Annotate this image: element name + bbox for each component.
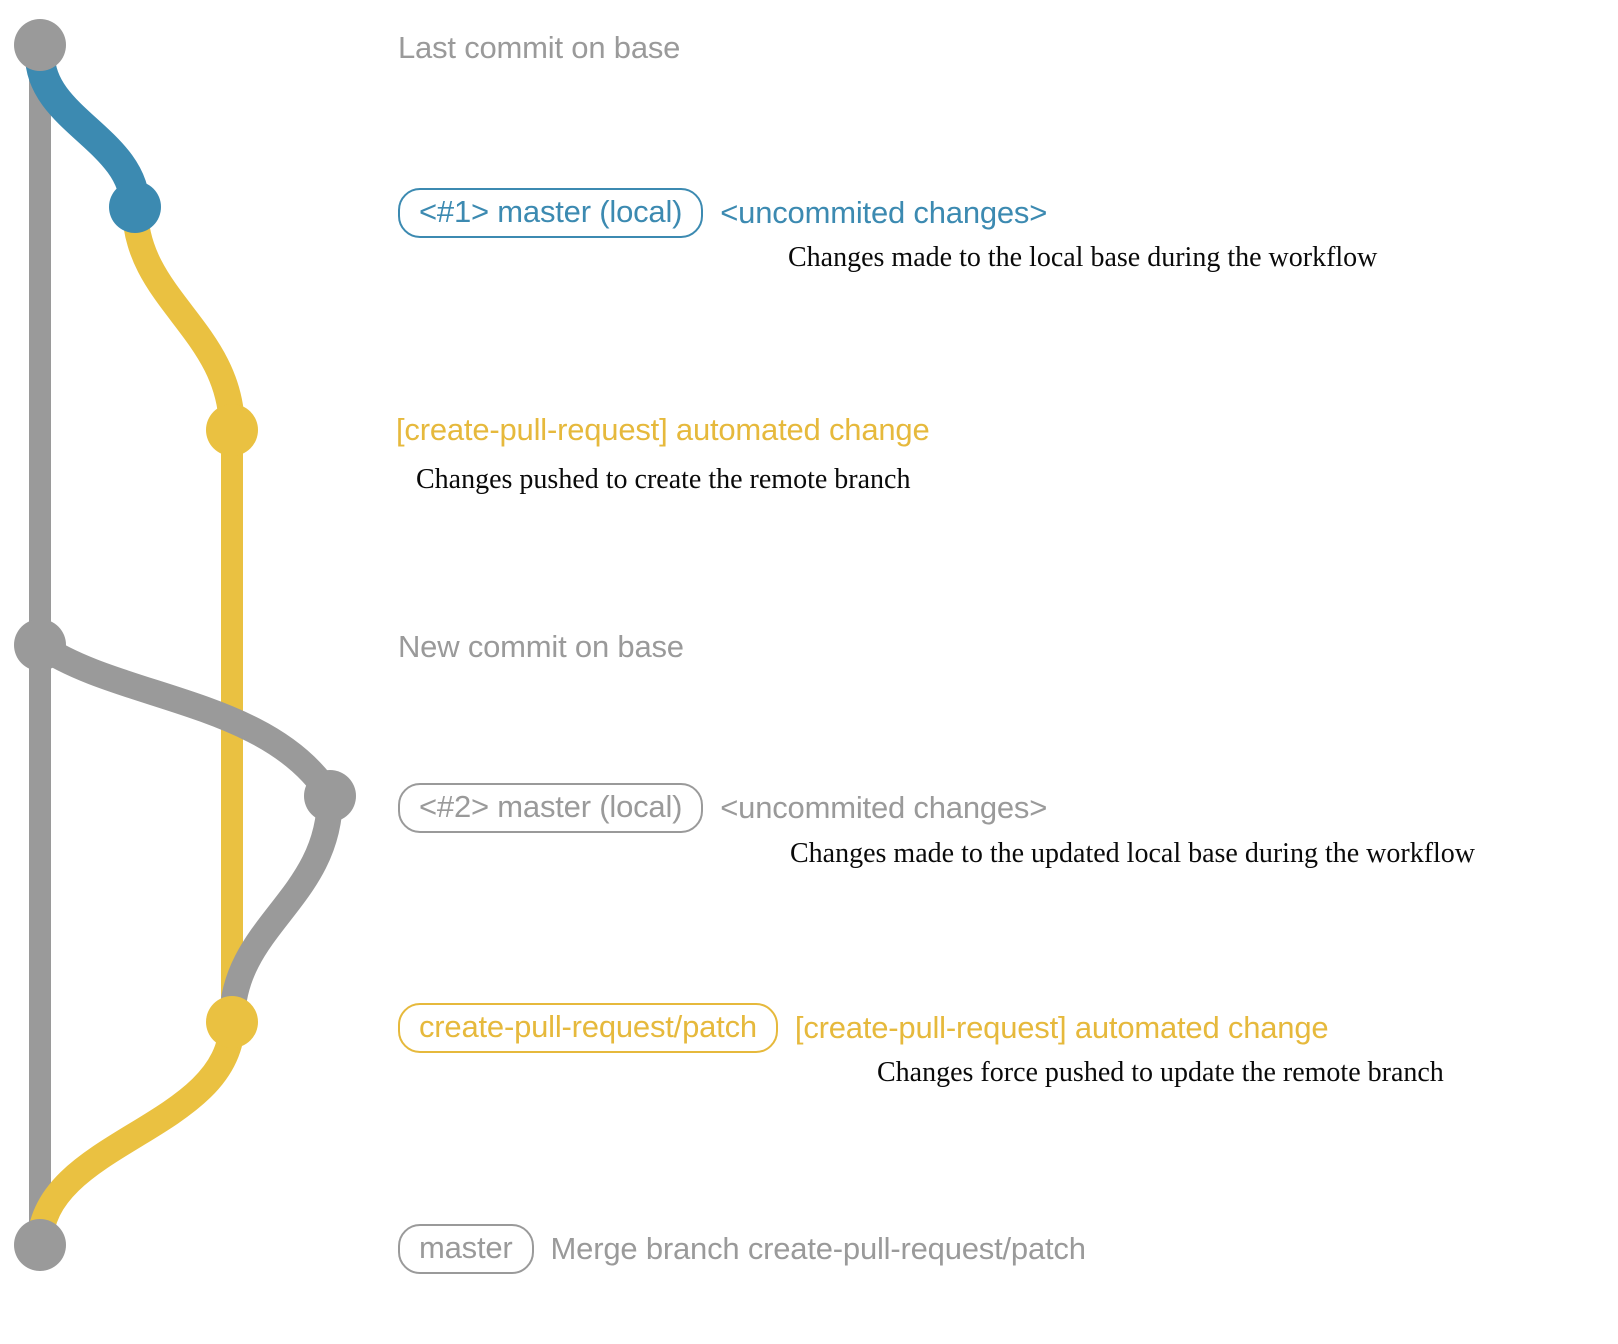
row-last-commit-on-base: Last commit on base xyxy=(398,30,680,66)
automated-change-1-node[interactable] xyxy=(206,404,258,456)
row-master-merge: master Merge branch create-pull-request/… xyxy=(398,1224,1086,1274)
description-local-1: Changes made to the local base during th… xyxy=(788,242,1378,273)
badge-master[interactable]: master xyxy=(398,1224,534,1274)
commit-message-local-2: <uncommited changes> xyxy=(720,790,1048,825)
commit-message-patch-1: [create-pull-request] automated change xyxy=(396,412,930,447)
local-1-to-patch-1-edge xyxy=(122,194,245,443)
description-patch-1: Changes pushed to create the remote bran… xyxy=(416,464,911,495)
row-master-local-2: <#2> master (local) <uncommited changes> xyxy=(398,783,1047,833)
master-merge-node[interactable] xyxy=(14,1219,66,1271)
master-local-2-node[interactable] xyxy=(304,770,356,822)
new-commit-on-base-node[interactable] xyxy=(14,619,66,671)
row-automated-change-2: create-pull-request/patch [create-pull-r… xyxy=(398,1003,1329,1053)
local-2-to-patch-2-edge xyxy=(219,783,343,1035)
description-patch-2: Changes force pushed to update the remot… xyxy=(877,1057,1444,1088)
patch-2-to-merge-edge xyxy=(27,1009,245,1258)
automated-change-2-node[interactable] xyxy=(206,996,258,1048)
base-new-to-local-2-edge xyxy=(27,632,343,809)
badge-create-pull-request-patch[interactable]: create-pull-request/patch xyxy=(398,1003,778,1053)
description-local-2: Changes made to the updated local base d… xyxy=(790,838,1476,869)
last-commit-on-base-node[interactable] xyxy=(14,19,66,71)
commit-message-patch-2: [create-pull-request] automated change xyxy=(794,1010,1329,1045)
new-commit-on-base-label: New commit on base xyxy=(398,629,684,664)
badge-master-local-2[interactable]: <#2> master (local) xyxy=(398,783,704,833)
commit-message-local-1: <uncommited changes> xyxy=(720,195,1048,230)
commit-message-merge: Merge branch create-pull-request/patch xyxy=(550,1231,1086,1266)
badge-master-local-1[interactable]: <#1> master (local) xyxy=(398,188,704,238)
master-local-1-node[interactable] xyxy=(109,181,161,233)
row-master-local-1: <#1> master (local) <uncommited changes> xyxy=(398,188,1047,238)
row-automated-change-1: [create-pull-request] automated change xyxy=(396,412,930,448)
row-new-commit-on-base: New commit on base xyxy=(398,629,684,665)
last-commit-on-base-label: Last commit on base xyxy=(398,30,681,65)
